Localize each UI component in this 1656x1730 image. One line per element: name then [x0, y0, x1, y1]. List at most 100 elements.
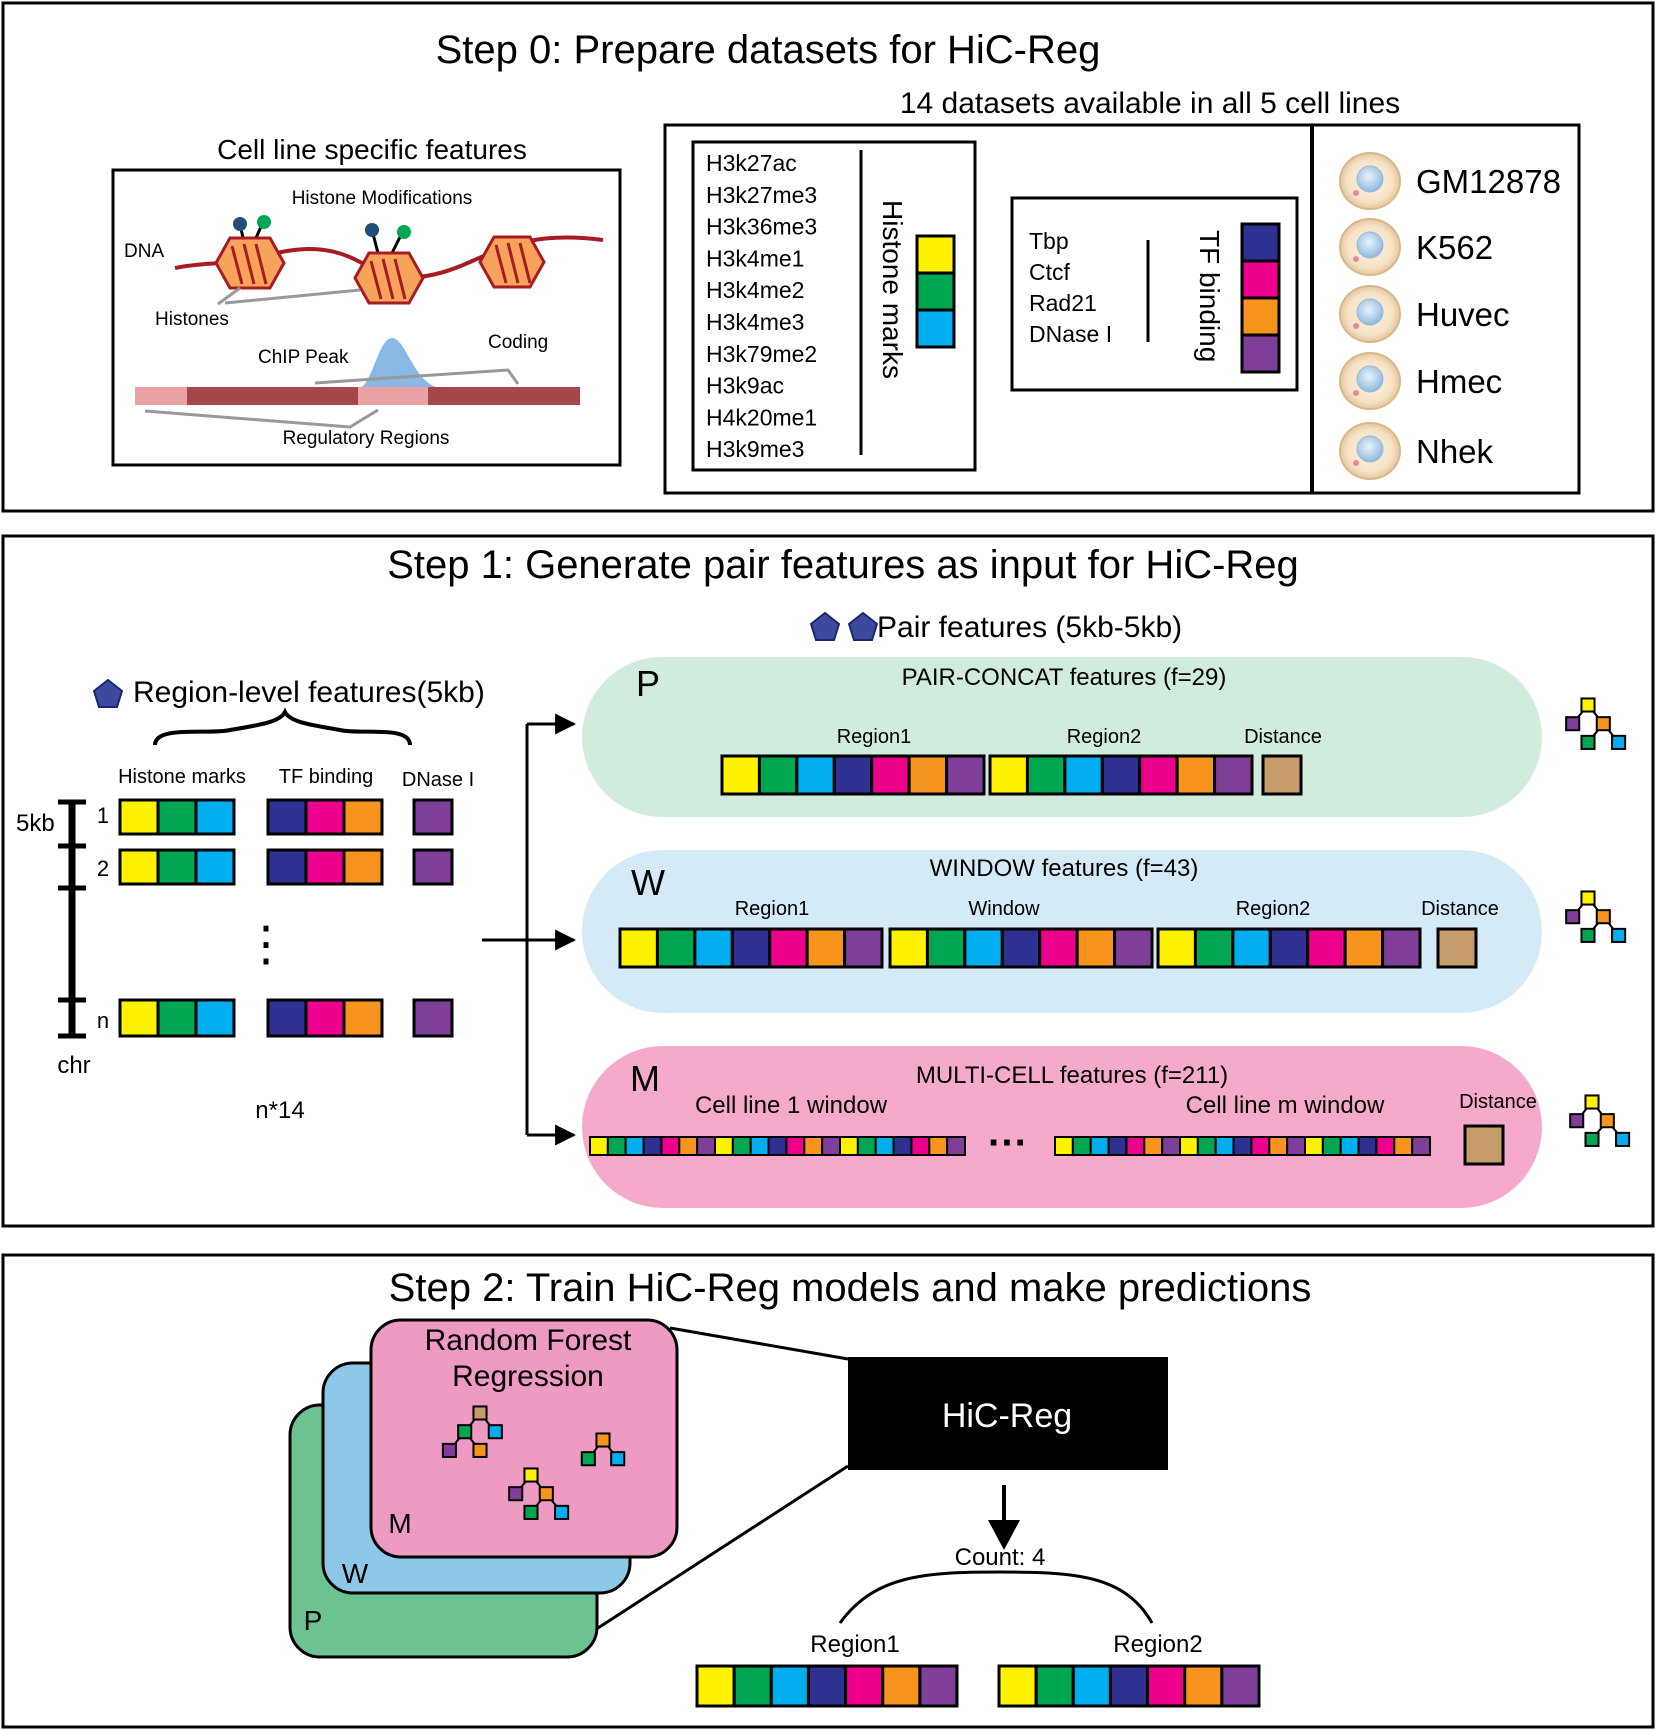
- window-region2-bar-cell: [1306, 927, 1347, 969]
- multi-cell-bar-cell: [910, 1136, 931, 1156]
- window-region1-bar-cell: [730, 927, 772, 969]
- step2-region2-bar-cell: [1108, 1664, 1150, 1708]
- tf-box: [1010, 196, 1299, 392]
- window-window-bar-cell: [925, 927, 967, 969]
- histone-mark-item: H4k20me1: [706, 404, 817, 430]
- pair-region1-bar-cell: [757, 754, 799, 796]
- multi-cell-bar-cell: [1071, 1136, 1092, 1156]
- multi-cell-bar-cell: [1304, 1136, 1324, 1156]
- window-feature-bars: [618, 927, 1478, 969]
- region-histone-bar-cell: [194, 798, 236, 836]
- count-label: Count: 4: [955, 1544, 1046, 1571]
- window-region1-bar-cell: [843, 927, 884, 969]
- multi-cell-bar-cell: [803, 1136, 824, 1156]
- window-window-bar-cell: [888, 927, 929, 969]
- cell-line-item: Nhek: [1339, 422, 1494, 480]
- total-features-label: n*14: [255, 1097, 304, 1124]
- decision-tree-icon: [1569, 1094, 1631, 1147]
- coding-pointer: [314, 368, 520, 385]
- histone-mark-item: H3k4me1: [706, 245, 804, 271]
- hicreg-model-box: [848, 1357, 1168, 1470]
- pair-region1-bar-cell: [945, 754, 986, 796]
- region-tf-bar-cell: [304, 798, 346, 836]
- scale-5kb-label: 5kb: [16, 810, 55, 837]
- step2-region2-bar-cell: [1220, 1664, 1261, 1708]
- region-pentagon-icon: [92, 678, 124, 708]
- histone-2: [353, 223, 425, 305]
- cell-line-name: Huvec: [1416, 296, 1510, 333]
- pair-pentagon-icon-2: [847, 611, 879, 641]
- multi-cell-bar-cell: [928, 1136, 949, 1156]
- hicreg-model-label: HiC-Reg: [942, 1397, 1072, 1435]
- tree-icons-step1: [1565, 697, 1631, 1147]
- multi-cell-bar-cell: [874, 1136, 895, 1156]
- tf-legend-swatch: [1240, 259, 1281, 300]
- region-histone-bar-cell: [118, 848, 160, 886]
- histones-pointer: [217, 286, 361, 306]
- multi-cell-bar-cell: [1143, 1136, 1164, 1156]
- pair-region2-bar-cell: [1063, 754, 1104, 796]
- pair-region2-bar-cell: [1138, 754, 1179, 796]
- histone-legend-swatch: [915, 271, 956, 312]
- step2-region2-bar-cell: [1071, 1664, 1112, 1708]
- multi-cell-bar-cell: [946, 1136, 967, 1156]
- window-region1-bar-cell: [618, 927, 659, 969]
- decision-tree-icon: [1565, 890, 1627, 943]
- pair-region1-bar-cell: [832, 754, 874, 796]
- col-tf-label: TF binding: [279, 766, 374, 788]
- pair-region2-label: Region2: [1067, 726, 1142, 748]
- multi-cell-bar-cell: [624, 1136, 645, 1156]
- pair-region1-bar-cell: [907, 754, 949, 796]
- region-tf-bar-cell: [304, 848, 346, 886]
- step2-panel: Step 2: Train HiC-Reg models and make pr…: [1, 1253, 1655, 1729]
- rf-tree-icon: [508, 1467, 570, 1520]
- window-region1-bar-cell: [768, 927, 809, 969]
- step2-region2-bar-cell: [1034, 1664, 1075, 1708]
- tf-legend-swatch: [1240, 333, 1281, 374]
- step0-frame: [1, 1, 1655, 513]
- multi-cell-bar-cell: [1161, 1136, 1181, 1156]
- region-dnase-box: [412, 998, 454, 1038]
- step2-region1-bar-cell: [695, 1664, 736, 1708]
- multi-title: MULTI-CELL features (f=211): [916, 1062, 1228, 1089]
- chromosome-scale: [58, 799, 86, 1039]
- regulatory-region-2: [358, 387, 428, 405]
- multi-cell-bar-cell: [1393, 1136, 1414, 1156]
- region-dnase-box: [412, 848, 454, 886]
- decision-tree-icon: [1565, 697, 1627, 750]
- histone-mark-item: H3k27me3: [706, 182, 817, 208]
- region-histone-bar-cell: [194, 848, 236, 886]
- model-card-m: [369, 1318, 679, 1559]
- window-region1-bar-cell: [655, 927, 697, 969]
- col-histone-label: Histone marks: [118, 766, 246, 788]
- multi-cell-bar-cell: [606, 1136, 627, 1156]
- window-distance-label: Distance: [1421, 898, 1499, 920]
- region-brace: [153, 707, 412, 746]
- region-feature-rows: [118, 798, 454, 1038]
- multi-cell-bar-cell: [678, 1136, 699, 1156]
- histone-3: [478, 235, 546, 289]
- tf-item: DNase I: [1029, 321, 1112, 347]
- histone-marks-color-key: [915, 234, 956, 349]
- multi-cellline1-label: Cell line 1 window: [695, 1092, 888, 1119]
- step2-region2-label: Region2: [1113, 1631, 1202, 1658]
- step2-region-feature-bars: [695, 1664, 1261, 1708]
- datasets-heading: 14 datasets available in all 5 cell line…: [900, 87, 1400, 120]
- pair-region2-bar-cell: [1175, 754, 1217, 796]
- histone-mark-item: H3k79me2: [706, 341, 817, 367]
- cell-line-item: K562: [1339, 218, 1493, 276]
- window-letter: W: [631, 862, 665, 903]
- multi-cell-feature-bars: [589, 1124, 1505, 1166]
- pair-region2-bar-cell: [1025, 754, 1067, 796]
- row-label-n: n: [97, 1008, 109, 1033]
- tf-item: Tbp: [1029, 228, 1069, 254]
- multi-cell-bar-cell: [1179, 1136, 1199, 1156]
- nucleus-icon: [1356, 165, 1384, 193]
- cell-line-item: Hmec: [1339, 352, 1502, 410]
- flow-arrows: [482, 713, 577, 1146]
- window-region1-bar-cell: [805, 927, 847, 969]
- multi-cell-bar-cell: [714, 1136, 734, 1156]
- nucleus-icon: [1356, 298, 1384, 326]
- multi-cell-bar-cell: [1268, 1136, 1289, 1156]
